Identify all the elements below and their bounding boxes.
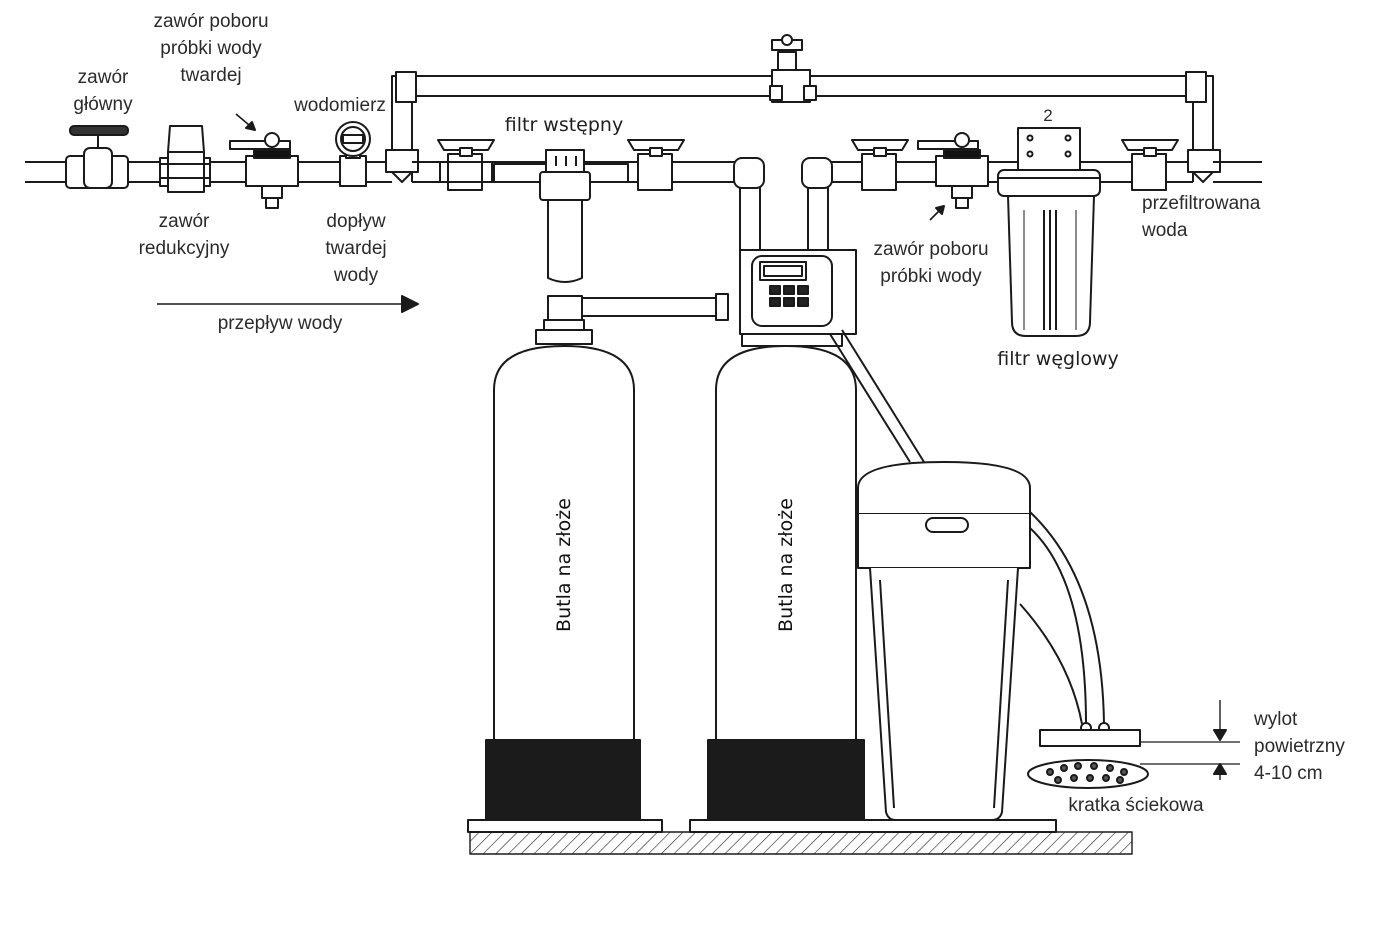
main-valve — [65, 125, 129, 189]
carbon-filter-number: 2 — [1043, 106, 1053, 125]
main-valve-label-line2: główny — [73, 94, 133, 115]
tank-right — [689, 345, 1057, 833]
sample-valve-label: zawór poboru próbki wody — [862, 236, 1000, 290]
bypass-pipe — [385, 34, 1221, 183]
drain-label: kratka ściekowa — [1068, 795, 1204, 816]
main-valve-label-line1: zawór — [77, 67, 129, 88]
air-gap-block — [1039, 700, 1240, 780]
air-gap-label: wylot powietrzny 4-10 cm — [1254, 706, 1364, 787]
prefilter-housing — [493, 149, 629, 283]
water-meter — [335, 121, 371, 187]
brine-tank — [857, 461, 1031, 821]
hard-inflow-label: dopływ twardej wody — [312, 208, 400, 289]
reduction-valve — [159, 125, 211, 193]
ball-valve-2 — [627, 139, 685, 191]
hard-inflow-label-line3: wody — [333, 265, 379, 286]
tank-left-label: Butla na złoże — [553, 498, 575, 632]
reduction-valve-label-line2: redukcyjny — [138, 238, 230, 259]
hard-inflow-label-line2: twardej — [325, 238, 387, 259]
hard-sample-valve-label-line2: próbki wody — [160, 38, 262, 59]
ball-valve-4 — [1121, 139, 1179, 191]
control-head — [739, 249, 857, 347]
hard-sample-valve-label-line1: zawór poboru — [153, 11, 269, 32]
flow-label: przepływ wody — [217, 313, 343, 334]
water-meter-label: wodomierz — [294, 95, 386, 116]
hard-sample-valve-label: zawór poboru próbki wody twardej — [138, 8, 284, 89]
brine-line — [829, 329, 925, 463]
drain-lines — [1019, 511, 1110, 734]
air-gap-label-line1: wylot — [1254, 709, 1298, 730]
filtered-water-label-line1: przefiltrowana — [1142, 193, 1261, 214]
filtered-water-label-line2: woda — [1142, 220, 1188, 241]
drain-grate — [1027, 759, 1149, 789]
filtered-water-label: przefiltrowana woda — [1142, 190, 1282, 244]
reduction-valve-label: zawór redukcyjny — [128, 208, 240, 262]
ball-valve-1 — [437, 139, 495, 191]
flow-arrow — [157, 295, 419, 313]
carbon-filter-label: filtr węglowy — [997, 348, 1119, 370]
hard-sample-valve-label-line3: twardej — [180, 65, 242, 86]
main-valve-label: zawór główny — [62, 64, 144, 118]
tank-connector — [535, 293, 729, 345]
hard-sample-valve — [229, 113, 299, 209]
ball-valve-3 — [851, 139, 909, 191]
prefilter-label: filtr wstępny — [504, 114, 624, 136]
tank-right-label: Butla na złoże — [775, 498, 797, 632]
hard-inflow-label-line1: dopływ — [326, 211, 386, 232]
carbon-filter — [997, 127, 1101, 337]
sample-valve-label-line2: próbki wody — [880, 266, 982, 287]
air-gap-label-line3: 4-10 cm — [1254, 763, 1323, 784]
floor — [469, 831, 1133, 855]
sample-valve — [917, 132, 989, 221]
air-gap-label-line2: powietrzny — [1254, 736, 1345, 757]
reduction-valve-label-line1: zawór — [158, 211, 210, 232]
sample-valve-label-line1: zawór poboru — [873, 239, 989, 260]
tank-left — [467, 345, 663, 833]
